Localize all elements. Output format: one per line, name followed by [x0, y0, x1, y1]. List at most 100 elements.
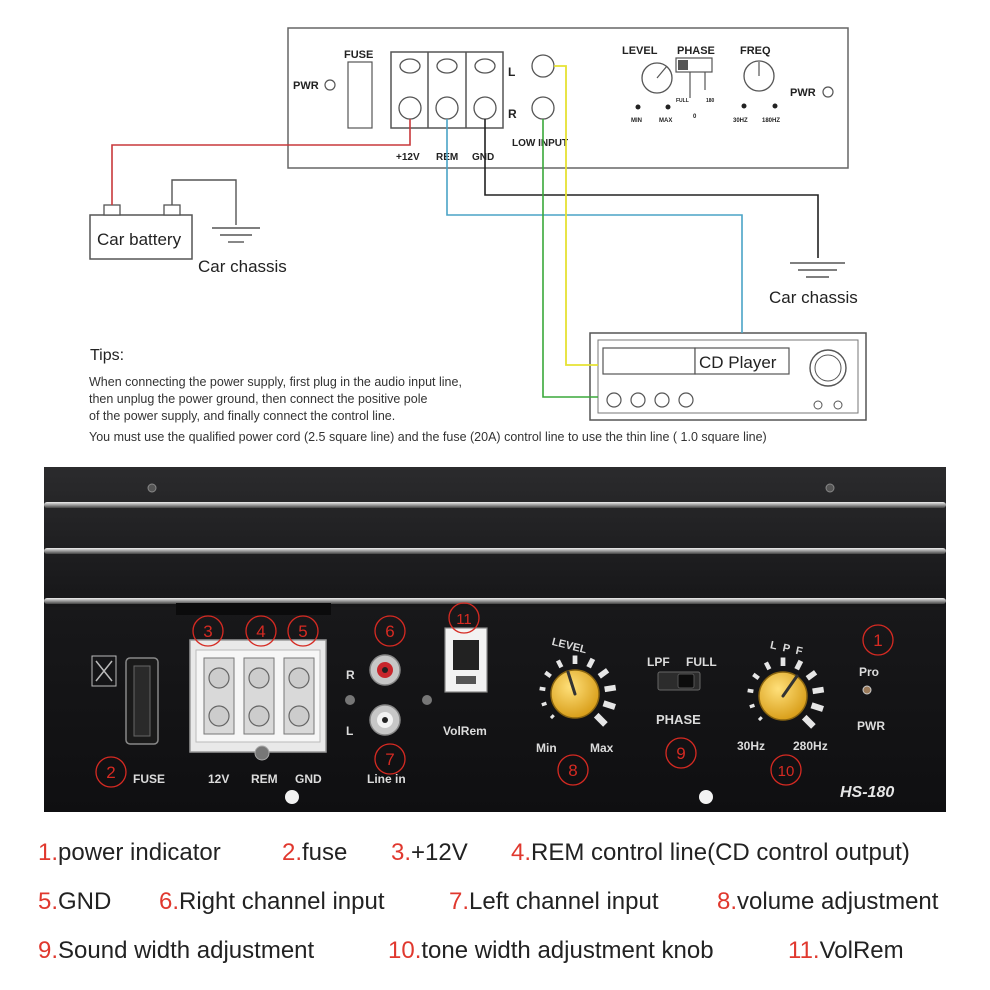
- terminal-screw-12v: [399, 58, 421, 74]
- line-in-label: Line in: [367, 772, 406, 786]
- power-led: [862, 685, 872, 695]
- legend-text: Left channel input: [469, 888, 659, 915]
- rca-l-label: L: [346, 724, 353, 738]
- heatsink-fin: [44, 548, 946, 554]
- level-max-label: Max: [590, 741, 614, 755]
- callout-1: 1: [873, 631, 882, 650]
- legend-number: 7.: [449, 888, 470, 915]
- phase-0-top: 0: [693, 114, 697, 120]
- callout-9: 9: [676, 744, 685, 763]
- legend-number: 6.: [159, 888, 180, 915]
- scale-tick: [604, 684, 617, 693]
- pwr-label-left: PWR: [293, 80, 319, 92]
- scale-tick: [544, 670, 552, 679]
- pwr-label: PWR: [857, 719, 885, 733]
- car-chassis-right-label: Car chassis: [769, 288, 858, 307]
- scale-tick: [805, 670, 818, 681]
- legend-item: 2.fuse: [282, 839, 347, 867]
- car-battery-label: Car battery: [97, 230, 182, 249]
- term-gnd: GND: [295, 772, 322, 786]
- freq-high-label: 280Hz: [793, 739, 828, 753]
- callout-6: 6: [385, 622, 394, 641]
- mount-hole: [285, 790, 299, 804]
- legend-number: 5.: [38, 888, 59, 915]
- legend-item: 7.Left channel input: [449, 888, 659, 916]
- phase-full-label: FULL: [686, 655, 717, 669]
- legend: 1.power indicator 2.fuse 3.+12V 4.REM co…: [0, 828, 990, 988]
- pro-label: Pro: [859, 665, 879, 679]
- legend-number: 8.: [717, 888, 738, 915]
- car-battery-box: [89, 214, 193, 260]
- level-min-label: Min: [536, 741, 557, 755]
- scale-tick: [747, 688, 754, 694]
- legend-number: 2.: [282, 839, 303, 866]
- legend-text: fuse: [302, 839, 348, 866]
- freq-label-top: FREQ: [740, 45, 771, 57]
- wire-rem: [446, 119, 743, 333]
- phase-label-top: PHASE: [677, 45, 715, 57]
- level-max-top: MAX: [659, 118, 672, 124]
- heatsink-fin: [44, 502, 946, 508]
- amplifier-panel: FUSE 12V REM GND: [44, 467, 946, 812]
- legend-number: 11.: [788, 937, 820, 964]
- legend-item: 3.+12V: [391, 839, 468, 867]
- legend-item: 6.Right channel input: [159, 888, 385, 916]
- phase-lpf-label: LPF: [647, 655, 670, 669]
- fuse-box-top: [347, 61, 373, 129]
- scale-tick: [749, 703, 755, 709]
- wire-left: [554, 65, 598, 366]
- callout-11: 11: [456, 611, 472, 628]
- legend-item: 5.GND: [38, 888, 111, 916]
- car-chassis-left-label: Car chassis: [198, 257, 287, 276]
- scale-tick: [597, 668, 610, 679]
- callout-5: 5: [298, 622, 307, 641]
- callout-7: 7: [385, 750, 394, 769]
- legend-text: power indicator: [58, 839, 221, 866]
- callout-8: 8: [568, 761, 577, 780]
- model-label: HS-180: [840, 784, 894, 801]
- cd-player-label: CD Player: [699, 353, 777, 372]
- scale-tick: [602, 700, 616, 710]
- legend-text: tone width adjustment knob: [421, 937, 714, 964]
- callout-3: 3: [203, 622, 212, 641]
- scale-tick: [801, 714, 816, 729]
- legend-item: 4.REM control line(CD control output): [511, 839, 910, 867]
- tips-line: You must use the qualified power cord (2…: [89, 430, 767, 444]
- volrem-jack: [444, 627, 488, 693]
- scale-tick: [794, 659, 804, 671]
- term-rem: REM: [251, 772, 278, 786]
- legend-item: 1.power indicator: [38, 839, 221, 867]
- legend-number: 4.: [511, 839, 532, 866]
- scale-tick: [549, 714, 555, 720]
- tips-line: then unplug the power ground, then conne…: [89, 392, 427, 406]
- input-r-label: R: [508, 107, 517, 121]
- scale-tick: [812, 686, 825, 695]
- legend-item: 11.VolRem: [788, 937, 904, 965]
- rca-right-top: [531, 96, 555, 120]
- rca-r-label: R: [346, 668, 355, 682]
- freq-knob-scale: [747, 657, 825, 729]
- freq-low-label: 30Hz: [737, 739, 765, 753]
- scale-tick: [541, 701, 547, 707]
- level-min-top: MIN: [631, 118, 642, 124]
- wire-power: [111, 119, 411, 205]
- level-label-top: LEVEL: [622, 45, 658, 57]
- scale-tick: [810, 702, 824, 712]
- phase-label: PHASE: [656, 712, 701, 727]
- volrem-label: VolRem: [443, 724, 487, 738]
- scale-tick: [555, 659, 564, 669]
- phase-180-top: 180: [706, 98, 715, 104]
- rca-inputs: [345, 654, 432, 736]
- term-12v: 12V: [208, 772, 229, 786]
- power-terminal-block: [189, 639, 327, 761]
- legend-text: volume adjustment: [737, 888, 939, 915]
- pwr-led-right: [822, 86, 834, 98]
- legend-text: +12V: [411, 839, 468, 866]
- terminal-screw-rem: [436, 58, 458, 74]
- term-12v-label: +12V: [396, 152, 420, 163]
- legend-number: 9.: [38, 937, 59, 964]
- callout-2: 2: [106, 763, 115, 782]
- level-knob-scale: [539, 655, 617, 727]
